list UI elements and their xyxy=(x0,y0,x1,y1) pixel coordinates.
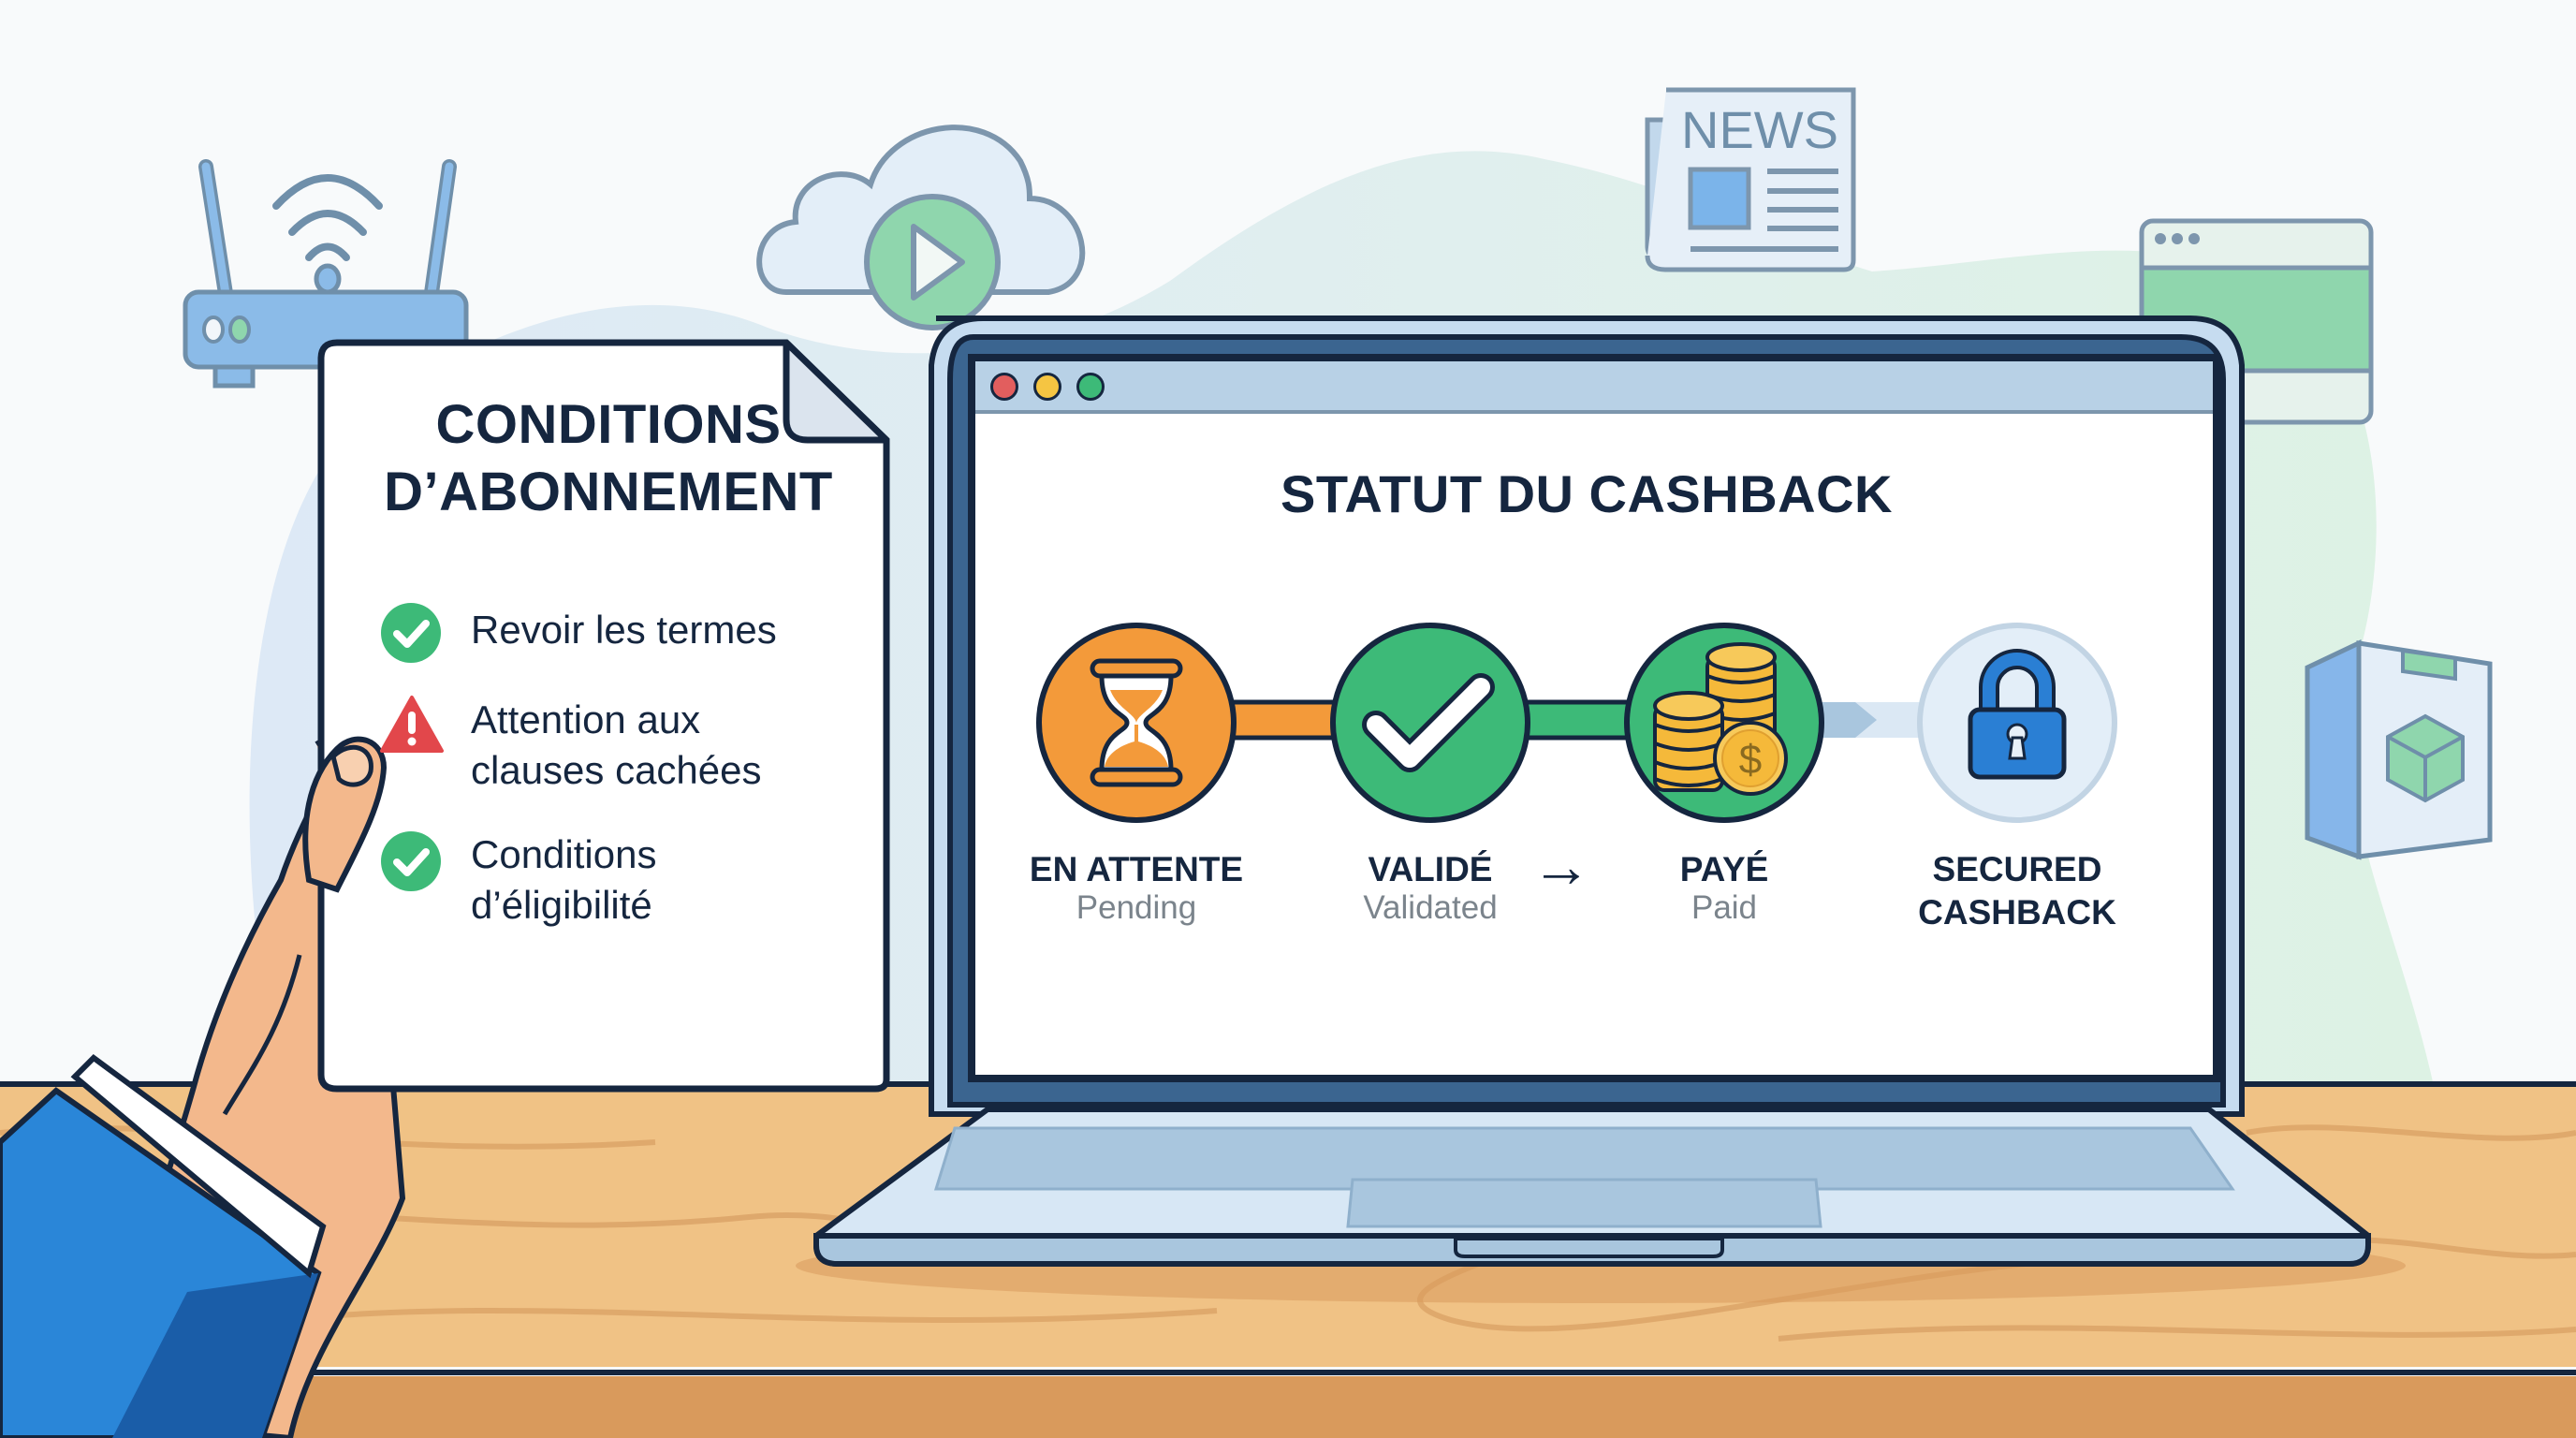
step-pending-icon xyxy=(1036,623,1237,823)
condition-text: Attention aux clauses cachées xyxy=(471,697,762,792)
svg-text:$: $ xyxy=(1739,737,1762,783)
check-circle-icon xyxy=(381,831,441,891)
condition-text: Conditions d’éligibilité xyxy=(471,832,657,927)
arrow-right-icon: → xyxy=(1531,832,1591,900)
news-label: NEWS xyxy=(1681,100,1838,159)
step-sublabel-validated: Validated xyxy=(1363,889,1498,926)
step-validated-icon xyxy=(1330,623,1530,823)
hourglass-icon xyxy=(1090,658,1183,787)
step-label-pending: EN ATTENTE xyxy=(1029,850,1244,888)
condition-item-hidden-clauses: Attention aux clauses cachées xyxy=(379,695,762,796)
minimize-window-button[interactable] xyxy=(1033,373,1061,401)
condition-text: Revoir les termes xyxy=(471,608,777,652)
hand-holding-document xyxy=(0,722,406,1438)
step-label-paid: PAYÉ xyxy=(1679,850,1769,888)
check-circle-icon xyxy=(381,603,441,663)
step-label-secured: SECURED CASHBACK xyxy=(1877,848,2158,934)
document-title: CONDITIONS D’ABONNEMENT xyxy=(318,391,899,526)
close-window-button[interactable] xyxy=(990,373,1018,401)
window-controls xyxy=(990,373,1105,401)
condition-item-eligibility: Conditions d’éligibilité xyxy=(379,829,656,931)
condition-item-review-terms: Revoir les termes xyxy=(379,601,777,665)
cloud-play-icon xyxy=(756,125,1086,330)
step-label-secured-line1: SECURED xyxy=(1932,850,2102,888)
newspaper-icon: NEWS xyxy=(1645,87,1856,272)
step-secured-icon xyxy=(1917,623,2117,823)
step-sublabel-pending: Pending xyxy=(1076,889,1197,926)
document-title-line2: D’ABONNEMENT xyxy=(384,462,833,522)
thumb xyxy=(302,736,388,893)
software-box-icon xyxy=(2305,639,2493,860)
document-title-line1: CONDITIONS xyxy=(435,394,782,455)
padlock-icon xyxy=(1968,649,2067,780)
step-paid-icon: $ xyxy=(1624,623,1824,823)
step-sublabel-paid: Paid xyxy=(1690,889,1758,926)
document-card xyxy=(317,339,890,1093)
cashback-status-title: STATUT DU CASHBACK xyxy=(1281,464,1893,523)
step-label-validated: VALIDÉ xyxy=(1368,850,1493,888)
warning-triangle-icon xyxy=(380,696,444,753)
step-label-secured-line2: CASHBACK xyxy=(1918,893,2116,932)
maximize-window-button[interactable] xyxy=(1076,373,1105,401)
coins-dollar-icon xyxy=(1653,642,1788,796)
